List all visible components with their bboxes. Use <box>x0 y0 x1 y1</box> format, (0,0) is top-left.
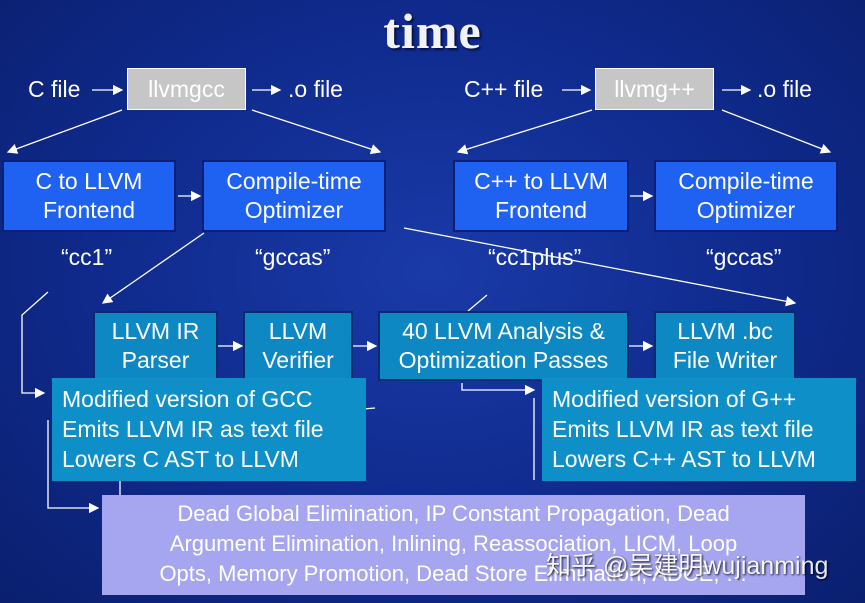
o-file-label-left: .o file <box>288 76 343 102</box>
cc1plus-label: “cc1plus” <box>488 244 582 270</box>
passes-list-line2: Argument Elimination, Inlining, Reassoci… <box>169 531 738 556</box>
passes-list-line3: Opts, Memory Promotion, Dead Store Elimi… <box>159 561 748 586</box>
c-frontend-line1: C to LLVM <box>35 168 143 194</box>
ir-parser-line1: LLVM IR <box>111 318 200 344</box>
bc-writer-line1: LLVM .bc <box>677 318 773 344</box>
cpp-optimizer-line2: Optimizer <box>696 197 796 223</box>
gcc-note-line2: Emits LLVM IR as text file <box>62 416 324 442</box>
cc1-label: “cc1” <box>61 244 113 270</box>
ir-parser-line2: Parser <box>121 347 190 373</box>
llvmgcc-label: llvmgcc <box>148 75 225 102</box>
ir-parser-box: LLVM IR Parser <box>93 311 218 381</box>
bc-writer-box: LLVM .bc File Writer <box>654 311 796 381</box>
gcc-note-line3: Lowers C AST to LLVM <box>62 446 299 472</box>
bc-writer-line2: File Writer <box>672 347 778 373</box>
passes-line1: 40 LLVM Analysis & <box>402 318 605 344</box>
slide-title: time <box>383 3 482 59</box>
cpp-frontend-box: C++ to LLVM Frontend <box>453 160 629 232</box>
llvmgpp-box: llvmg++ <box>595 68 714 110</box>
c-optimizer-line2: Optimizer <box>244 197 344 223</box>
optimization-passes-box: 40 LLVM Analysis & Optimization Passes <box>378 311 629 381</box>
gccas-label-right: “gccas” <box>706 244 782 270</box>
passes-list-box: Dead Global Elimination, IP Constant Pro… <box>102 495 805 595</box>
watermark: 知乎 @吴建明wujianming <box>546 552 829 580</box>
cpp-file-label: C++ file <box>464 76 544 102</box>
verifier-box: LLVM Verifier <box>243 311 353 381</box>
gcc-note-line1: Modified version of GCC <box>62 386 313 412</box>
c-optimizer-line1: Compile-time <box>226 168 362 194</box>
cpp-frontend-line2: Frontend <box>494 197 588 223</box>
o-file-label-right: .o file <box>757 76 812 102</box>
verifier-line2: Verifier <box>262 347 334 373</box>
passes-list-line1: Dead Global Elimination, IP Constant Pro… <box>177 501 730 526</box>
llvmgcc-box: llvmgcc <box>127 68 246 110</box>
cpp-frontend-line1: C++ to LLVM <box>474 168 608 194</box>
c-optimizer-box: Compile-time Optimizer <box>202 160 386 232</box>
c-frontend-box: C to LLVM Frontend <box>2 160 176 232</box>
gpp-note-line1: Modified version of G++ <box>552 386 797 412</box>
verifier-line1: LLVM <box>268 318 328 344</box>
gcc-note: Modified version of GCC Emits LLVM IR as… <box>52 378 366 481</box>
c-file-label: C file <box>28 76 81 102</box>
cpp-optimizer-box: Compile-time Optimizer <box>654 160 838 232</box>
gpp-note-line3: Lowers C++ AST to LLVM <box>552 446 816 472</box>
c-frontend-line2: Frontend <box>42 197 136 223</box>
gpp-note: Modified version of G++ Emits LLVM IR as… <box>542 378 856 481</box>
llvmgpp-label: llvmg++ <box>614 75 695 102</box>
gpp-note-line2: Emits LLVM IR as text file <box>552 416 814 442</box>
gccas-label-left: “gccas” <box>255 244 331 270</box>
passes-line2: Optimization Passes <box>398 347 609 373</box>
cpp-optimizer-line1: Compile-time <box>678 168 814 194</box>
